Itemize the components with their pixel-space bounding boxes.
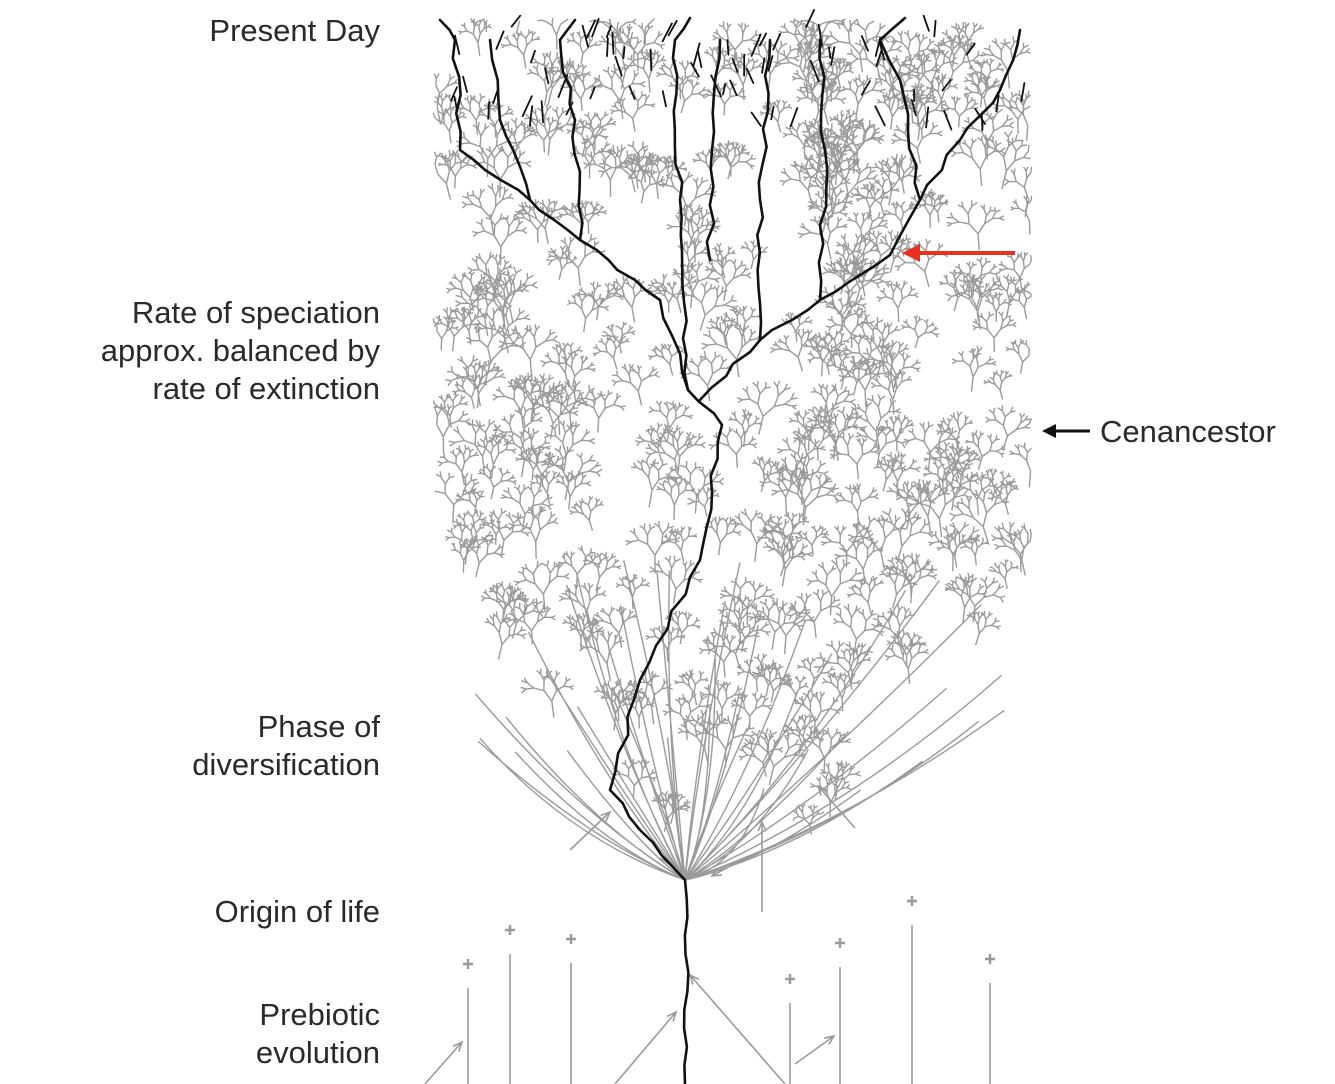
red-arrow-left-icon [902, 244, 1015, 262]
cenancestor-arrow-icon [1042, 424, 1090, 438]
cross-icon [785, 974, 795, 984]
cross-icon [907, 896, 917, 906]
present-day-label: Present Day [0, 12, 380, 50]
cross-icon [505, 925, 515, 935]
surviving-lineage-branch [757, 40, 770, 340]
cross-icon [985, 954, 995, 964]
cenancestor-label: Cenancestor [1100, 413, 1276, 451]
cross-icon [463, 959, 473, 969]
prebiotic-label: Prebiotic evolution [0, 996, 380, 1072]
surviving-lineage [440, 10, 1024, 1084]
diversification-arrow-icon [570, 812, 610, 850]
cross-icon [835, 938, 845, 948]
grey-branch-twigs [433, 18, 1031, 880]
diversification-arrow-icon [758, 822, 766, 912]
cross-icon [566, 934, 576, 944]
surviving-lineage-branch [440, 20, 455, 40]
prebiotic-arrow-icon [425, 1042, 462, 1084]
diversification-label: Phase of diversification [0, 708, 380, 784]
branching-lineages [433, 18, 1031, 880]
speciation-label: Rate of speciation approx. balanced by r… [0, 294, 380, 408]
prebiotic-arrow-icon [795, 1036, 834, 1064]
prebiotic-arrow-icon [615, 1012, 676, 1084]
prebiotic-arrow-icon [690, 975, 785, 1084]
origin-of-life-label: Origin of life [0, 893, 380, 931]
prebiotic-lines [425, 786, 995, 1084]
